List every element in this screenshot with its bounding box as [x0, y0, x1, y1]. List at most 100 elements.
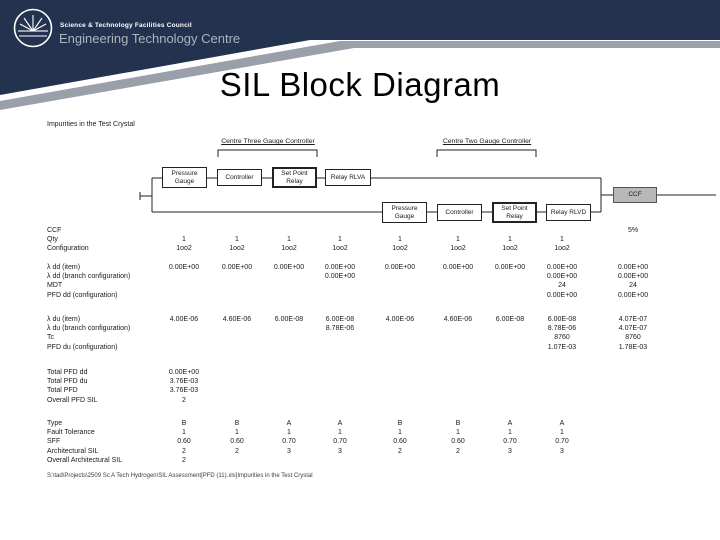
table-cell: 6.00E-08 [274, 316, 304, 323]
row-label: Total PFD [47, 387, 78, 395]
table-cell: 0.00E+00 [546, 291, 578, 299]
table-cell: 3 [508, 447, 512, 455]
row-label: Fault Tolerance [47, 429, 95, 437]
table-cell: 2 [182, 396, 186, 404]
block-relay-rlva: Relay RLVA [325, 169, 371, 186]
table-cell: 0.00E+00 [168, 264, 200, 271]
table-cell: 6.00E-08 [325, 316, 355, 323]
table-cell: 4.07E-07 [618, 325, 648, 333]
table-cell: 1 [287, 429, 291, 437]
table-cell: 1 [235, 236, 239, 244]
table-cell: 4.00E-06 [169, 316, 199, 323]
table-cell: 1 [287, 236, 291, 244]
table-cell: A [559, 420, 565, 427]
row-label: Overall PFD SIL [47, 396, 98, 404]
block-pressure-gauge-2: Pressure Gauge [382, 202, 427, 223]
table-cell: 1 [182, 236, 186, 244]
table-cell: 0.00E+00 [324, 273, 356, 281]
table-cell: 1oo2 [229, 245, 245, 253]
table-cell: 4.60E-06 [222, 316, 252, 323]
block-pressure-gauge-1: Pressure Gauge [162, 167, 207, 188]
table-row: λ du (item) 4.00E-06 4.60E-06 6.00E-08 6.00E… [0, 316, 720, 325]
table-cell: 1oo2 [392, 245, 408, 253]
table-cell: 0.00E+00 [324, 264, 356, 271]
table-cell: 0.00E+00 [617, 273, 649, 281]
table-cell: 1 [456, 429, 460, 437]
table-row: PFD du (configuration) 1.07E-03 1.78E-03 [0, 344, 720, 353]
table-cell: 8.78E-06 [547, 325, 577, 333]
table-cell: 0.60 [451, 438, 465, 446]
block-controller-2: Controller [437, 204, 482, 221]
row-label: PFD dd (configuration) [47, 291, 118, 299]
block-controller-1: Controller [217, 169, 262, 186]
stfc-logo sunburst-icon [13, 8, 53, 48]
table-cell: 24 [629, 282, 637, 290]
row-label: Configuration [47, 245, 89, 253]
table-cell: B [397, 420, 403, 427]
table-cell: 6.00E-08 [495, 316, 525, 323]
table-cell: 2 [456, 447, 460, 455]
table-cell: 0.00E+00 [546, 264, 578, 271]
table-cell: 8.78E-06 [325, 325, 355, 333]
council-name: Science & Technology Facilities Council [60, 22, 192, 29]
table-cell: 0.70 [282, 438, 296, 446]
table-cell: B [234, 420, 240, 427]
table-cell: 3 [287, 447, 291, 455]
block-set-point-relay-1: Set Point Relay [272, 167, 317, 188]
table-cell: A [337, 420, 343, 427]
page-title: SIL Block Diagram [219, 66, 501, 103]
block-relay-rlvd: Relay RLVD [546, 204, 591, 221]
table-cell: 3 [338, 447, 342, 455]
row-label: Type [47, 420, 63, 427]
table-cell: 2 [182, 447, 186, 455]
table-cell: 1oo2 [502, 245, 518, 253]
table-cell: 0.00E+00 [273, 264, 305, 271]
source-path: S:\tad\Projects\2509 Sc A Tech Hydrogen\… [47, 473, 313, 479]
table-cell: 0.00E+00 [617, 264, 649, 271]
table-cell: 1 [560, 429, 564, 437]
table-cell: 1 [338, 429, 342, 437]
table-cell: 1 [508, 429, 512, 437]
table-cell: 0.00E+00 [546, 273, 578, 281]
table-cell: A [507, 420, 513, 427]
row-label: λ du (item) [47, 316, 81, 323]
table-cell: 1 [398, 429, 402, 437]
row-label: SFF [47, 438, 61, 446]
table-cell: 4.00E-06 [385, 316, 415, 323]
row-label: Total PFD dd [47, 369, 88, 376]
table-cell: 24 [558, 282, 566, 290]
table-cell: 0.60 [393, 438, 407, 446]
table-cell: 1.07E-03 [547, 343, 577, 351]
table-cell: 1.78E-03 [618, 343, 648, 351]
row-label: PFD du (configuration) [47, 343, 118, 351]
table-cell: 1oo2 [332, 245, 348, 253]
table-cell: 0.70 [503, 438, 517, 446]
row-label: Tc [47, 334, 54, 342]
table-cell: 0.70 [555, 438, 569, 446]
table-cell: 0.00E+00 [221, 264, 253, 271]
table-cell: 4.07E-07 [618, 316, 648, 323]
diagram-caption: Impurities in the Test Crystal [47, 121, 135, 128]
table-cell: B [181, 420, 187, 427]
bracket-label-three-gauge: Centre Three Gauge Controller [221, 138, 315, 145]
table-cell: 1 [338, 236, 342, 244]
table-cell: 1oo2 [281, 245, 297, 253]
table-cell: 0.00E+00 [384, 264, 416, 271]
table-cell: 1 [235, 429, 239, 437]
row-label: Total PFD du [47, 378, 88, 386]
bracket-label-two-gauge: Centre Two Gauge Controller [442, 138, 532, 145]
row-label: Architectural SIL [47, 447, 99, 455]
table-cell: 1 [456, 236, 460, 244]
block-set-point-relay-2: Set Point Relay [492, 202, 537, 223]
